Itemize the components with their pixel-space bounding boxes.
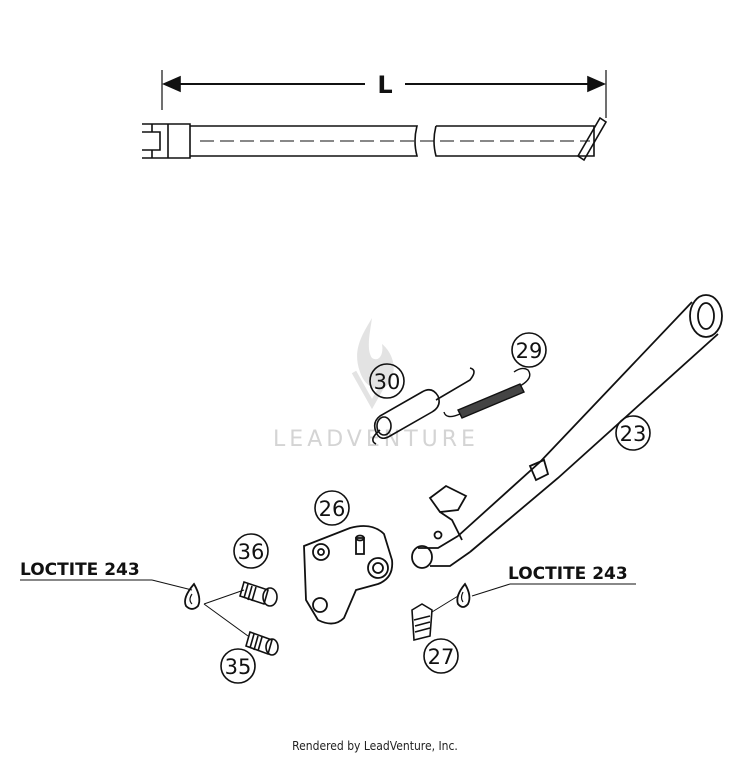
leader-lines <box>20 579 636 637</box>
watermark: LEADVENTURE <box>273 318 479 452</box>
callout-23: 23 <box>615 415 651 451</box>
watermark-flame-icon <box>357 318 394 389</box>
part-35-screw <box>245 630 279 656</box>
callout-36: 36 <box>233 533 269 569</box>
dimension-label-L: L <box>377 71 392 99</box>
part-27-bolt <box>411 595 459 642</box>
callout-27: 27 <box>423 638 459 674</box>
part-29-spring <box>443 367 531 419</box>
loctite-label-left: LOCTITE 243 <box>20 560 140 580</box>
part-23-side-stand <box>411 294 723 569</box>
loctite-drop-right-icon <box>456 582 471 608</box>
svg-text:35: 35 <box>225 655 252 679</box>
footer-credit: Rendered by LeadVenture, Inc. <box>292 739 458 753</box>
callout-35: 35 <box>220 648 256 684</box>
part-30-spring <box>372 367 475 445</box>
loctite-drop-left-icon <box>184 582 201 610</box>
callout-29: 29 <box>511 332 547 368</box>
loctite-label-right: LOCTITE 243 <box>508 564 628 584</box>
svg-text:30: 30 <box>374 370 401 394</box>
svg-text:29: 29 <box>516 339 543 363</box>
callout-30: 30 <box>369 363 405 399</box>
rod-dimension-drawing <box>142 70 608 162</box>
svg-text:36: 36 <box>238 540 265 564</box>
watermark-text: LEADVENTURE <box>273 427 479 452</box>
svg-text:27: 27 <box>428 645 455 669</box>
callout-26: 26 <box>314 490 350 526</box>
part-26-bracket <box>303 525 394 625</box>
svg-text:26: 26 <box>319 497 346 521</box>
part-36-screw <box>239 580 278 607</box>
svg-text:23: 23 <box>620 422 647 446</box>
